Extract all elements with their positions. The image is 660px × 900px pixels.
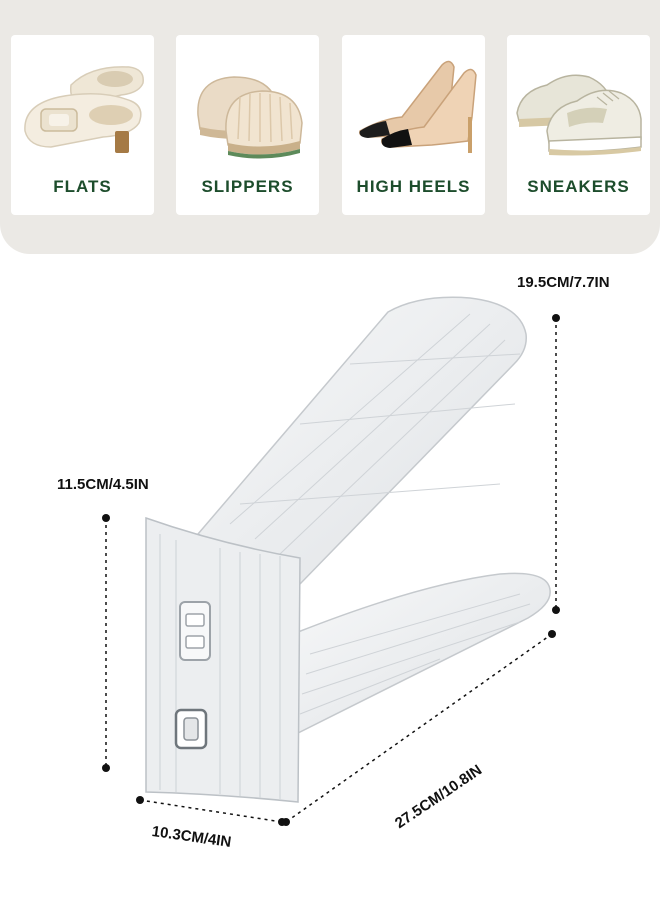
category-label: FLATS bbox=[53, 177, 112, 196]
dimension-height-full: 19.5CM/7.7IN bbox=[517, 274, 610, 291]
shoe-rack-illustration bbox=[102, 296, 560, 826]
slipper-icon bbox=[197, 76, 303, 159]
category-card-sneakers[interactable]: SNEAKERS bbox=[507, 35, 650, 215]
category-panel: FLATS SLIPPERS HIGH HEELS bbox=[0, 0, 660, 254]
flat-shoe-icon bbox=[24, 66, 144, 153]
category-card-slippers[interactable]: SLIPPERS bbox=[176, 35, 319, 215]
sneaker-icon bbox=[516, 74, 642, 156]
dimension-height-front: 11.5CM/4.5IN bbox=[57, 476, 149, 493]
dim-line-length bbox=[285, 633, 553, 823]
category-card-high-heels[interactable]: HIGH HEELS bbox=[342, 35, 485, 215]
category-label: SLIPPERS bbox=[201, 177, 294, 196]
category-label: HIGH HEELS bbox=[356, 177, 471, 196]
high-heel-icon bbox=[359, 60, 477, 153]
category-label: SNEAKERS bbox=[527, 177, 630, 196]
category-card-flats[interactable]: FLATS bbox=[11, 35, 154, 215]
dim-line-width bbox=[139, 799, 283, 823]
